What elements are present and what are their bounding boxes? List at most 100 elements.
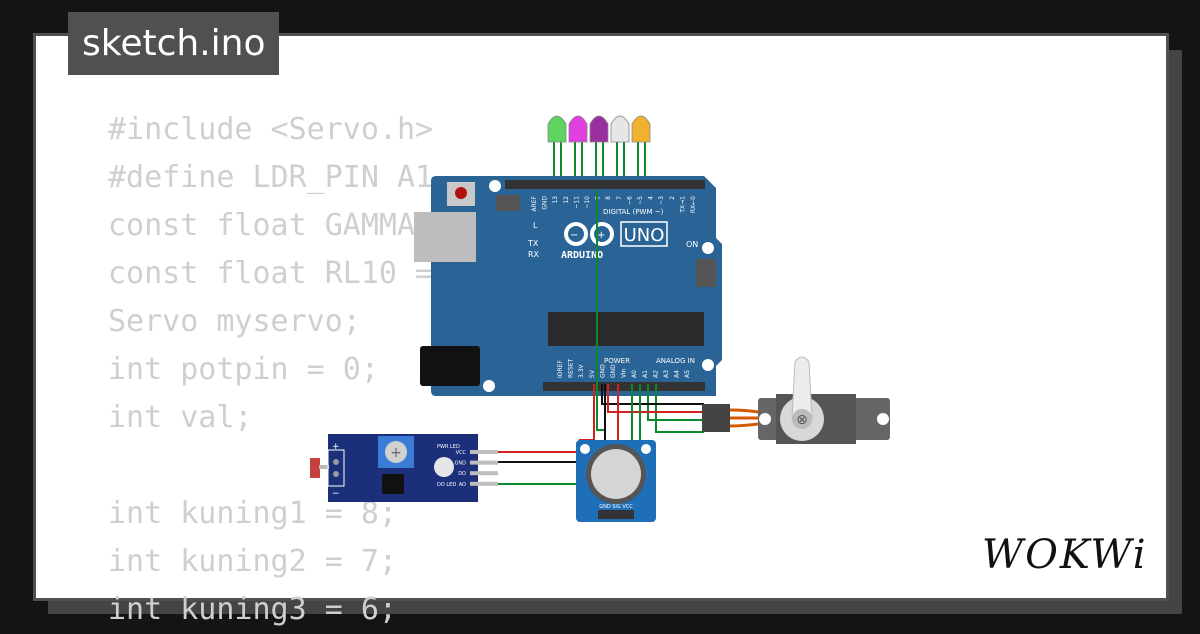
logo-plus: + <box>597 230 605 241</box>
arduino-logo-icon <box>564 222 614 246</box>
pot-pin-labels: GND SIG VCC <box>599 504 633 510</box>
led-bulb <box>589 115 609 143</box>
pin-label: 2 <box>669 196 676 200</box>
rotary-potentiometer[interactable]: GND SIG VCC <box>576 440 656 522</box>
wokwi-logo-text: WOKWi <box>982 532 1148 578</box>
code-line: #define LDR_PIN A1 <box>108 160 434 195</box>
file-name: sketch.ino <box>82 23 266 64</box>
pin-label: GND <box>599 364 606 378</box>
analog-label: ANALOG IN <box>656 357 695 365</box>
trimmer-cross-icon: + <box>390 445 402 461</box>
pin-label: ~9 <box>595 196 602 205</box>
servo-horn[interactable] <box>791 356 813 419</box>
pin-label: A2 <box>652 370 659 378</box>
pin-label: GND <box>610 364 617 378</box>
pot-mount-hole <box>641 444 651 454</box>
pin-label: ~11 <box>573 196 580 209</box>
ldr-pin-label: DO <box>458 471 466 477</box>
screw-icon: ⊗ <box>796 412 808 428</box>
pot-mount-hole <box>580 444 590 454</box>
pot-pin-header <box>598 510 634 519</box>
l-label: L <box>533 221 538 230</box>
servo-connector <box>702 404 730 432</box>
led[interactable] <box>631 115 651 184</box>
mount-hole <box>483 380 495 392</box>
brand-label: ARDUINO <box>561 250 603 261</box>
wokwi-logo: WOKWi <box>982 532 1148 578</box>
mount-hole <box>702 242 714 254</box>
pin-label: A1 <box>642 370 649 378</box>
power-label: POWER <box>604 357 630 365</box>
code-line: int kuning1 = 8; <box>108 496 397 531</box>
led[interactable] <box>589 115 609 184</box>
microcontroller-chip <box>548 312 704 346</box>
power-jack <box>420 346 480 386</box>
led-bulb <box>610 115 630 143</box>
led-bulb <box>631 115 651 143</box>
ldr-pin-label: GND <box>455 461 467 467</box>
file-tab[interactable]: sketch.ino <box>68 12 280 75</box>
ldr-pin-label: AO <box>459 482 466 488</box>
pin-label: ~5 <box>637 196 644 205</box>
usb-port <box>414 212 476 262</box>
ldr-pin[interactable] <box>470 471 498 476</box>
pin-label: GND <box>542 196 549 210</box>
code-line: Servo myservo; <box>108 304 361 339</box>
ldr-pin[interactable] <box>470 460 498 465</box>
ldr-pin[interactable] <box>470 450 498 454</box>
pin-label: A0 <box>631 370 638 378</box>
code-line: int val; <box>108 400 253 435</box>
servo-motor[interactable]: ⊗ <box>702 356 890 444</box>
led[interactable] <box>547 115 567 184</box>
ldr-socket-hole <box>333 471 339 477</box>
trimmer-knob <box>385 441 407 463</box>
pin-label: IOREF <box>557 360 564 378</box>
pin-label: TX→1 <box>679 196 686 214</box>
led[interactable] <box>610 115 630 184</box>
on-label: ON <box>686 240 698 249</box>
mount-hole <box>489 180 501 192</box>
pin-label: RESET <box>568 358 575 378</box>
ldr-minus-label: − <box>332 489 340 499</box>
led[interactable] <box>568 115 588 184</box>
do-led-label: DO LED <box>437 482 456 488</box>
pin-label: ~6 <box>626 196 633 205</box>
pin-label: ~3 <box>658 196 665 205</box>
pin-label: 3.3V <box>578 363 585 378</box>
ldr-lead <box>319 465 329 469</box>
pin-label: RX←0 <box>690 196 697 213</box>
pin-label: 12 <box>563 196 570 204</box>
ldr-pin[interactable] <box>470 481 498 486</box>
logo-minus: − <box>570 230 578 241</box>
pin-label: A3 <box>663 370 670 378</box>
led-strip[interactable] <box>547 115 651 184</box>
tx-label: TX <box>527 239 539 248</box>
model-label: UNO <box>624 225 665 246</box>
arduino-uno-board[interactable]: − + UNO ARDUINO ON L TX RX DIGITAL (PWM … <box>414 176 722 396</box>
pwr-led-label: PWR LED <box>437 444 460 450</box>
pot-knob[interactable] <box>591 449 641 499</box>
pin-label: 13 <box>552 196 559 204</box>
reset-button-cap[interactable] <box>455 187 467 199</box>
status-led-icon <box>434 457 454 477</box>
mount-hole <box>702 359 714 371</box>
pin-label: Vin <box>621 368 628 378</box>
icsp2-header <box>496 195 520 211</box>
led-bulb <box>547 115 567 143</box>
uno-box <box>620 221 668 247</box>
power-analog-header <box>543 382 705 391</box>
ldr-socket <box>327 449 345 487</box>
ldr-socket-hole <box>333 459 339 465</box>
code-line: #include <Servo.h> <box>108 112 434 147</box>
pin-label: ~10 <box>584 196 591 209</box>
pin-label: 4 <box>648 196 655 200</box>
servo-mount-hole <box>759 413 771 425</box>
pin-label: AREF <box>531 195 538 211</box>
pin-label: 5V <box>589 369 596 378</box>
